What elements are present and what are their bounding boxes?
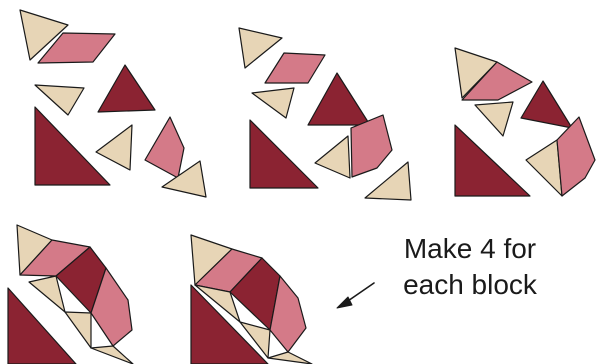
wine-triangle bbox=[521, 81, 572, 128]
cream-triangle bbox=[96, 125, 132, 170]
cream-triangle bbox=[526, 140, 562, 196]
pink-parallelogram bbox=[557, 117, 595, 196]
cream-triangle bbox=[475, 102, 513, 136]
cream-triangle bbox=[35, 85, 84, 115]
wine-corner-triangle bbox=[8, 288, 76, 364]
cream-triangle bbox=[315, 136, 350, 178]
wine-triangle bbox=[98, 65, 155, 112]
pointer-arrow bbox=[337, 283, 374, 308]
step-3-more-joins bbox=[455, 48, 595, 196]
step-4-arc-unit-with-corner-apart bbox=[8, 225, 133, 364]
instruction-caption: Make 4 for each block bbox=[372, 231, 568, 303]
wine-triangle bbox=[308, 73, 370, 125]
step-5-finished-quarter-unit bbox=[191, 235, 312, 364]
instruction-line-2: each block bbox=[372, 267, 568, 303]
step-2-partial-joins bbox=[239, 28, 411, 200]
cream-triangle bbox=[268, 352, 312, 364]
wine-corner-triangle bbox=[250, 120, 318, 188]
instruction-line-1: Make 4 for bbox=[372, 231, 568, 267]
cream-triangle bbox=[91, 346, 133, 364]
cream-triangle bbox=[65, 312, 91, 348]
cream-triangle bbox=[239, 28, 282, 68]
pink-parallelogram bbox=[265, 53, 325, 83]
cream-triangle bbox=[29, 276, 65, 312]
step-1-separated-pieces bbox=[20, 10, 206, 197]
wine-corner-triangle bbox=[35, 107, 110, 185]
pink-parallelogram bbox=[145, 117, 184, 178]
cream-triangle bbox=[252, 88, 294, 118]
wine-corner-triangle bbox=[455, 125, 530, 196]
